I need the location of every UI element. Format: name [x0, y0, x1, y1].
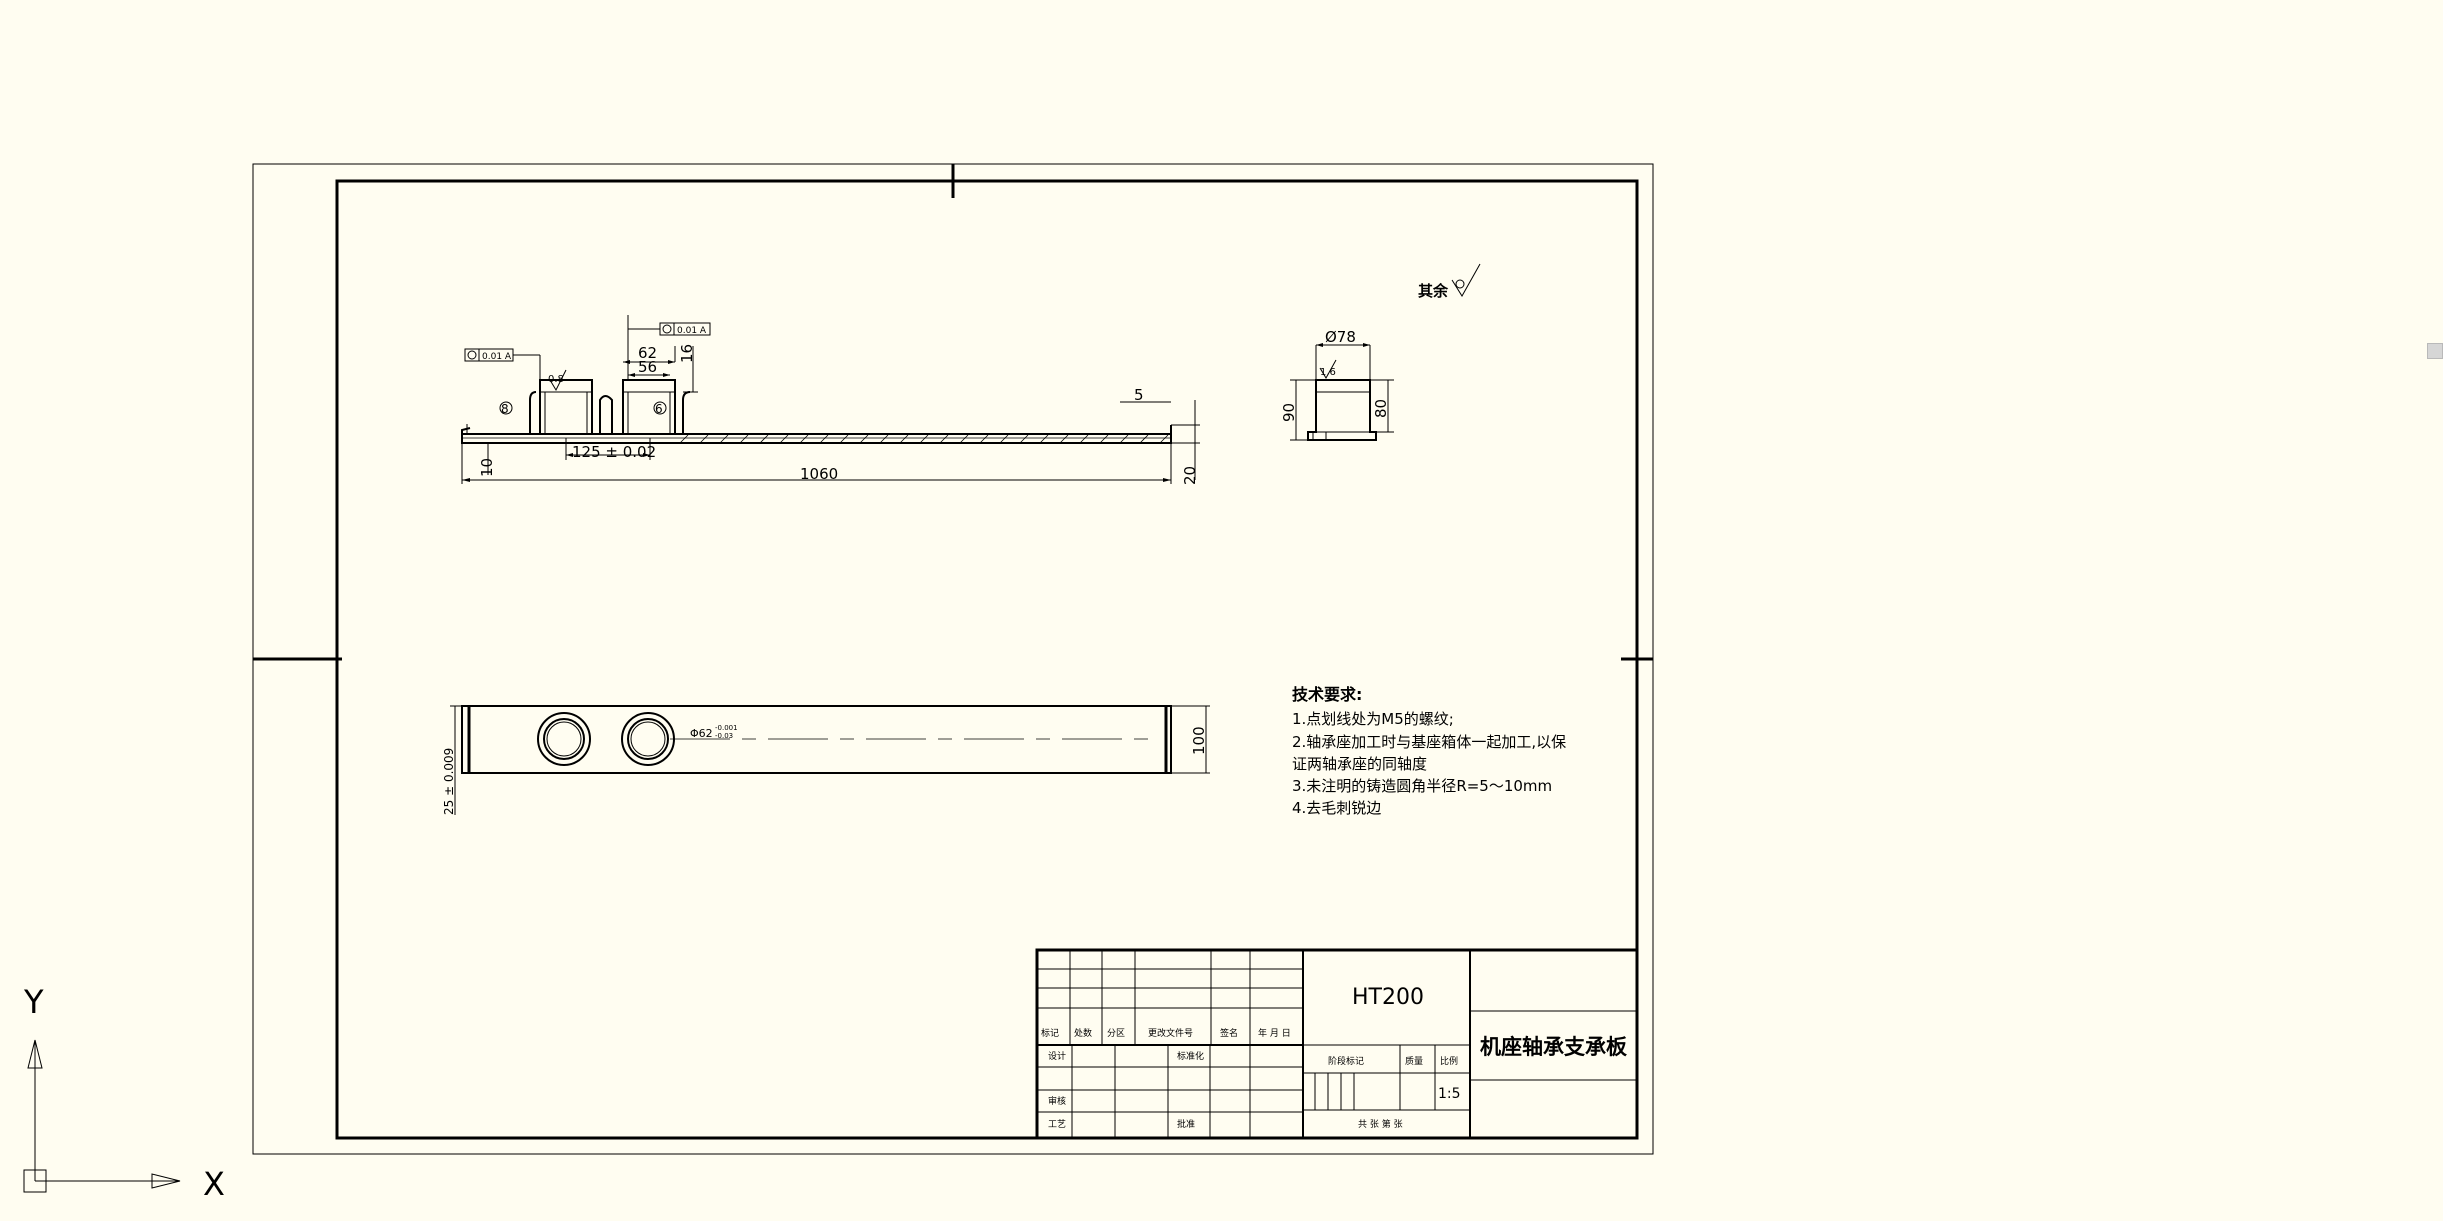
tb-label-mark: 标记: [1041, 1027, 1059, 1039]
tech-req-item-4: 3.未注明的铸造圆角半径R=5～10mm: [1292, 777, 1552, 795]
tb-label-count: 处数: [1074, 1027, 1092, 1039]
tb-label-weight: 质量: [1405, 1055, 1423, 1067]
plate-hatch: [679, 434, 1169, 444]
front-view: 8 6 0.8 0.01 A 0.01 A 62: [461, 315, 1200, 485]
part-name: 机座轴承支承板: [1480, 1035, 1628, 1059]
dim-dia62-tol-lower: -0.03: [715, 732, 733, 740]
tech-req-item-1: 1.点划线处为M5的螺纹;: [1292, 710, 1454, 728]
tb-label-review: 审核: [1048, 1095, 1066, 1107]
drawing-frame: [335, 179, 1639, 1140]
bore-right: [621, 712, 675, 766]
plate-end-left: [461, 427, 471, 443]
dim-62: 62: [638, 344, 657, 362]
vertical-scrollbar-thumb[interactable]: [2427, 343, 2443, 359]
tb-label-standardize: 标准化: [1177, 1050, 1204, 1062]
dim-5: 5: [1134, 386, 1144, 404]
top-view: Φ62 -0.001 -0.03 100 25 ± 0.009: [442, 705, 1210, 815]
geometric-tolerance-right: 0.01 A: [627, 315, 711, 380]
material-label: HT200: [1352, 985, 1424, 1010]
dim-25: 25 ± 0.009: [442, 748, 456, 815]
dim-dia62: Φ62: [690, 727, 713, 740]
technical-requirements: 技术要求: 1.点划线处为M5的螺纹; 2.轴承座加工时与基座箱体一起加工,以保…: [1292, 685, 1566, 817]
tech-req-item-5: 4.去毛刺锐边: [1292, 799, 1381, 817]
tb-label-stage: 阶段标记: [1328, 1055, 1364, 1067]
scale-value: 1:5: [1438, 1086, 1461, 1102]
ucs-icon: Y X: [23, 983, 225, 1203]
dim-16: 16: [678, 344, 696, 363]
callout-6: 6: [655, 402, 663, 416]
dim-80: 80: [1372, 399, 1390, 418]
title-block: 标记 处数 分区 更改文件号 签名 年 月 日 设计 标准化 审核 工艺 批准 …: [1035, 948, 1639, 1140]
bearing-seat-left: [539, 379, 593, 434]
geometric-tolerance-left: 0.01 A: [464, 348, 541, 380]
svg-text:0.01 A: 0.01 A: [677, 326, 707, 336]
callout-8: 8: [501, 402, 509, 416]
dim-dia78: Ø78: [1325, 328, 1356, 346]
dim-56: 56: [638, 358, 657, 376]
surface-finish-other: 其余: [1418, 263, 1481, 300]
surface-finish-label: 其余: [1418, 282, 1449, 300]
dim-10: 10: [478, 458, 496, 477]
svg-text:0.01 A: 0.01 A: [482, 352, 512, 362]
tech-req-item-2: 2.轴承座加工时与基座箱体一起加工,以保: [1292, 733, 1566, 751]
tb-label-ratio: 比例: [1440, 1055, 1458, 1067]
dim-dia62-tol-upper: -0.001: [715, 724, 738, 732]
side-view: 1.6 Ø78 90 80: [1280, 328, 1394, 441]
dim-100: 100: [1190, 726, 1208, 755]
tb-label-design: 设计: [1048, 1050, 1066, 1062]
dim-90: 90: [1280, 403, 1298, 422]
bearing-seat-right: [622, 379, 676, 434]
ucs-y-label: Y: [23, 983, 44, 1021]
sheet-outer-border: [252, 163, 1654, 1155]
dim-20: 20: [1181, 466, 1199, 485]
bore-left: [537, 712, 591, 766]
dim-1060: 1060: [800, 465, 838, 483]
tb-label-sheets: 共 张 第 张: [1358, 1118, 1403, 1130]
roughness-0-8: 0.8: [548, 374, 564, 385]
tb-label-date: 年 月 日: [1258, 1027, 1291, 1039]
tb-label-approve: 批准: [1177, 1118, 1195, 1130]
tb-label-process: 工艺: [1048, 1119, 1066, 1130]
tech-req-title: 技术要求:: [1292, 685, 1362, 704]
tech-req-item-3: 证两轴承座的同轴度: [1292, 755, 1427, 773]
ucs-x-label: X: [203, 1165, 225, 1203]
tb-label-signature: 签名: [1220, 1027, 1238, 1039]
dim-125: 125 ± 0.02: [572, 443, 656, 461]
side-roughness: 1.6: [1320, 367, 1336, 378]
tb-label-change-doc: 更改文件号: [1148, 1027, 1193, 1039]
tb-label-zone: 分区: [1107, 1028, 1125, 1039]
